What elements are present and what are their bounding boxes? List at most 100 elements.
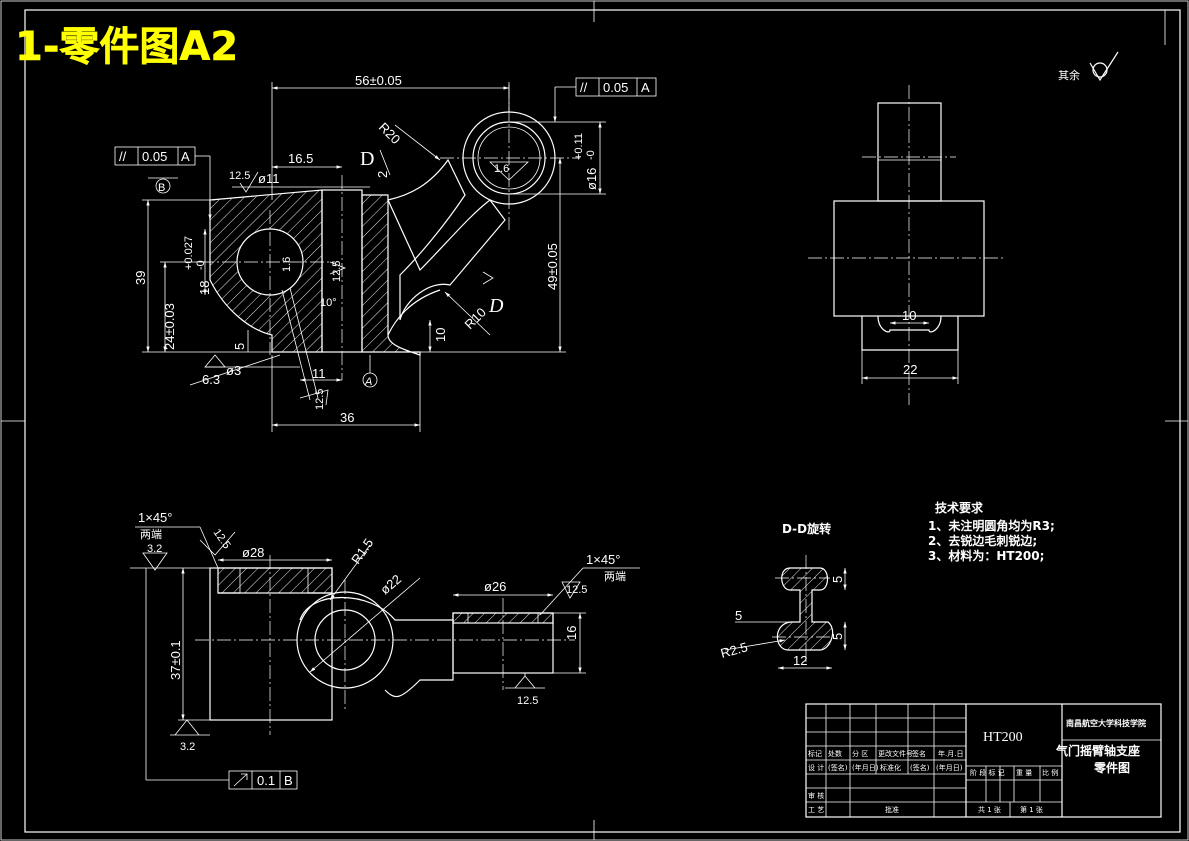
roughness-note-label: 其余 <box>1058 68 1080 82</box>
sheet-title: 1-零件图A2 <box>15 24 238 70</box>
roughness-12-5-b: 12.5 <box>314 389 326 410</box>
tb-h-zone: 分 区 <box>852 749 868 758</box>
bottom-tol-value: 0.1 <box>257 773 275 788</box>
tb-drawing-type: 零件图 <box>1093 760 1130 775</box>
tb-stage: 阶 段 标 记 <box>970 768 1005 777</box>
dim-phi16-tol-low: -0 <box>585 150 597 160</box>
bottom-dim-37: 37±0.1 <box>168 640 183 680</box>
dim-R10: R10 <box>462 305 489 332</box>
tb-h-sign: 签名 <box>912 749 926 758</box>
tb-h-docno: 更改文件号 <box>878 749 913 758</box>
bottom-view: 1×45° 两端 3.2 12.5 ø28 R1.5 ø22 ø26 1×45°… <box>130 510 640 790</box>
bottom-dim-phi26: ø26 <box>484 579 506 594</box>
roughness-12-5-a: 12.5 <box>229 170 250 182</box>
tb-design: 设 计 <box>808 763 824 772</box>
technical-requirements: 技术要求 1、未注明圆角均为R3; 2、去锐边毛刺锐边; 3、材料为：HT200… <box>928 500 1055 563</box>
dim-16-5: 16.5 <box>288 151 313 166</box>
dim-R20: R20 <box>376 120 403 147</box>
bottom-chamfer-1: 1×45° <box>138 510 172 525</box>
roughness-6-3: 6.3 <box>202 372 220 387</box>
section-D-top: D <box>360 148 374 170</box>
tb-material: HT200 <box>983 730 1023 745</box>
side-dim-10: 10 <box>902 308 916 323</box>
dim-11: 11 <box>312 366 326 381</box>
dd-dim-R2-5: R2.5 <box>719 639 749 661</box>
bottom-roughness-12-5-b: 12.5 <box>566 584 587 596</box>
tol1-ref: A <box>181 149 190 164</box>
tb-std-date: (年月日) <box>936 763 963 772</box>
dim-56: 56±0.05 <box>355 73 402 88</box>
section-dd-title: D-D旋转 <box>782 521 831 536</box>
dim-phi11: ø11 <box>258 171 279 186</box>
tech-req-heading: 技术要求 <box>935 500 984 515</box>
tb-scale: 比 例 <box>1042 768 1058 777</box>
side-view: 10 22 <box>808 85 1005 405</box>
tech-req-item-2: 2、去锐边毛刺锐边; <box>928 533 1037 548</box>
tol2-value: 0.05 <box>603 80 628 95</box>
tb-school: 南昌航空大学科技学院 <box>1066 718 1146 728</box>
tb-approve: 批准 <box>885 805 899 814</box>
tb-h-date: 年.月.日 <box>938 749 963 758</box>
tb-h-mark: 标记 <box>808 749 822 758</box>
dim-phi3: ø3 <box>226 363 241 378</box>
tol2-symbol: // <box>580 80 588 95</box>
roughness-1-6-b: 1.6 <box>494 163 509 175</box>
dd-dim-5a: 5 <box>830 576 845 583</box>
roughness-1-6-a: 1.6 <box>281 257 293 272</box>
bottom-both-ends-1: 两端 <box>140 528 162 541</box>
dim-39: 39 <box>133 271 148 285</box>
tech-req-item-3: 3、材料为：HT200; <box>928 548 1044 563</box>
dim-18-tol-up: +0.027 <box>183 236 195 270</box>
dim-10: 10 <box>433 328 448 342</box>
dim-2: 2 <box>375 171 390 178</box>
bottom-roughness-3-2-b: 3.2 <box>180 741 195 753</box>
tech-req-item-1: 1、未注明圆角均为R3; <box>928 518 1055 533</box>
dim-36: 36 <box>340 410 354 425</box>
dd-dim-12: 12 <box>793 653 807 668</box>
bottom-chamfer-2: 1×45° <box>586 552 620 567</box>
roughness-note: 其余 <box>1058 51 1119 82</box>
tb-sheet-no: 第 1 张 <box>1020 805 1043 814</box>
dim-49: 49±0.05 <box>545 243 560 290</box>
dim-18-tol-low: -0 <box>195 260 207 270</box>
runout-icon <box>233 773 248 787</box>
dim-10-deg: 10° <box>320 297 337 309</box>
bottom-both-ends-2: 两端 <box>604 570 626 583</box>
tb-part-name: 气门摇臂轴支座 <box>1055 743 1140 758</box>
bottom-roughness-3-2-a: 3.2 <box>147 543 162 555</box>
datum-B: B <box>158 182 165 194</box>
bottom-dim-16: 16 <box>564 626 579 640</box>
datum-B-icon <box>155 178 171 194</box>
tb-process: 工 艺 <box>808 806 824 814</box>
front-view: 56±0.05 16.5 ø11 12.5 39 24±0.03 18 +0.0… <box>114 73 657 432</box>
bottom-roughness-12-5-c: 12.5 <box>517 695 538 707</box>
datum-A: A <box>364 376 372 388</box>
tb-weight: 重 量 <box>1016 769 1032 777</box>
bottom-tolerance-frame: 0.1 B <box>145 568 298 790</box>
tol2-ref: A <box>641 80 650 95</box>
tol1-value: 0.05 <box>142 149 167 164</box>
tb-h-count: 处数 <box>828 749 842 758</box>
bottom-dim-phi28: ø28 <box>242 545 264 560</box>
tb-design-date: (年月日) <box>852 763 879 772</box>
tolerance-frame-2: // 0.05 A <box>553 77 657 122</box>
bottom-dim-phi22: ø22 <box>377 571 404 597</box>
dim-5: 5 <box>232 343 247 350</box>
section-D-bottom: D <box>488 295 504 317</box>
tb-standard: 标准化 <box>880 763 901 772</box>
roughness-circle-icon <box>1092 62 1108 78</box>
tolerance-frame-1: // 0.05 A <box>114 146 212 220</box>
dim-phi16-tol-up: +0.11 <box>573 133 585 160</box>
dim-18: 18 <box>197 281 212 295</box>
side-dim-22: 22 <box>903 362 917 377</box>
section-dd: D-D旋转 5 5 5 R2.5 12 <box>719 521 847 670</box>
dim-phi16: ø16 <box>584 168 599 190</box>
tb-check: 审 核 <box>808 791 824 800</box>
tb-design-sign: (签名) <box>828 763 848 772</box>
tol1-symbol: // <box>119 149 127 164</box>
tb-sheets: 共 1 张 <box>978 805 1001 814</box>
roughness-symbol-icon <box>1089 51 1119 82</box>
tb-std-sign: (签名) <box>910 763 930 772</box>
